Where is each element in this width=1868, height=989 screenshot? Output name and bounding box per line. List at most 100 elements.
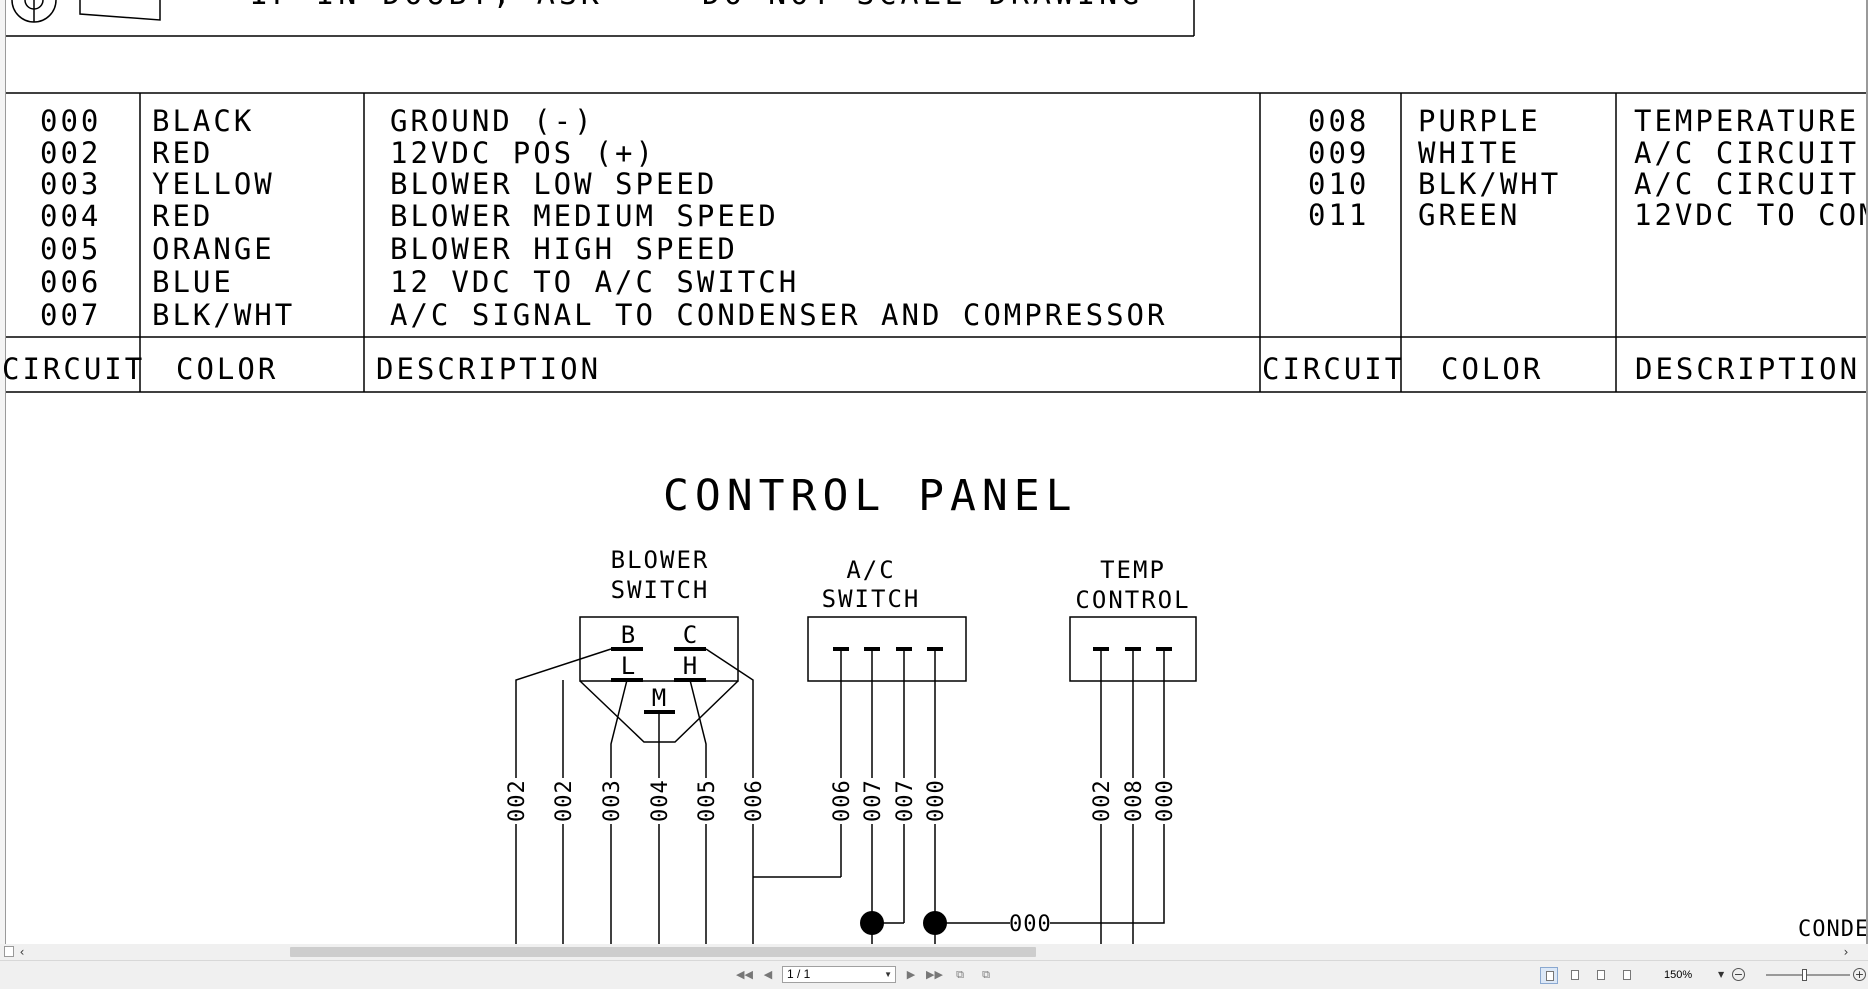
legend-circuit: 005	[40, 232, 101, 266]
panel-toggle-icon[interactable]	[4, 946, 14, 957]
legend-color: GREEN	[1418, 198, 1520, 232]
legend-color: YELLOW	[152, 167, 275, 201]
wire-label: 003	[600, 779, 625, 822]
zoom-slider[interactable]	[1766, 974, 1850, 976]
copy-page-icon[interactable]: ⧉	[982, 968, 990, 981]
wire-label: 004	[648, 779, 673, 822]
zoom-in-icon[interactable]: +	[1853, 968, 1866, 981]
continuous-view-icon[interactable]	[1566, 967, 1584, 984]
schematic-drawing: IF IN DOUBT, ASK DO NOT SCALE DRAWING 00…	[2, 0, 1868, 944]
legend-color: BLUE	[152, 265, 234, 299]
legend-header-color: COLOR	[1441, 352, 1543, 386]
terminal-label: M	[652, 684, 666, 712]
status-bar: ◀◀ ◀ 1 / 1 ▼ ▶ ▶▶ ⧉ ⧉ 150% ▼ − +	[0, 960, 1868, 989]
legend-description: BLOWER HIGH SPEED	[390, 232, 738, 266]
previous-page-icon[interactable]: ◀	[763, 968, 773, 981]
legend-description: A/C CIRCUIT F	[1634, 167, 1868, 201]
wire-label: 000	[1153, 779, 1178, 822]
legend-description: A/C SIGNAL TO CONDENSER AND COMPRESSOR	[390, 298, 1167, 332]
wire-label: 005	[695, 779, 720, 822]
terminal-label: C	[683, 621, 697, 649]
wire-label: 006	[830, 779, 855, 822]
ground-wire-label: 000	[1009, 912, 1052, 937]
legend-color: RED	[152, 199, 213, 233]
legend-circuit: 006	[40, 265, 101, 299]
single-page-view-icon[interactable]	[1540, 967, 1558, 984]
legend-description: A/C CIRCUIT F	[1634, 136, 1868, 170]
junction-dot	[860, 911, 884, 935]
legend-color: PURPLE	[1418, 104, 1541, 138]
legend-color: RED	[152, 136, 213, 170]
title-block	[6, 0, 1195, 37]
legend-description: 12VDC TO COM	[1634, 198, 1868, 232]
copy-icon[interactable]: ⧉	[956, 968, 964, 981]
legend-description: GROUND (-)	[390, 104, 595, 138]
legend-header-color: COLOR	[176, 352, 278, 386]
wire-label: 007	[861, 779, 886, 822]
legend-circuit: 010	[1308, 167, 1369, 201]
legend-circuit: 009	[1308, 136, 1369, 170]
wire-label: 006	[742, 779, 767, 822]
document-view[interactable]: IF IN DOUBT, ASK DO NOT SCALE DRAWING 00…	[0, 0, 1868, 944]
next-page-icon[interactable]: ▶	[906, 968, 916, 981]
legend-circuit: 002	[40, 136, 101, 170]
legend-circuit: 007	[40, 298, 101, 332]
legend-description: BLOWER MEDIUM SPEED	[390, 199, 779, 233]
legend-circuit: 003	[40, 167, 101, 201]
legend-description: 12VDC POS (+)	[390, 136, 656, 170]
facing-view-icon[interactable]	[1592, 967, 1610, 984]
legend-circuit: 008	[1308, 104, 1369, 138]
first-page-icon[interactable]: ◀◀	[736, 968, 753, 981]
legend-description: 12 VDC TO A/C SWITCH	[390, 265, 799, 299]
legend-description: TEMPERATURE	[1634, 104, 1859, 138]
temp-control-label: CONTROL	[1075, 586, 1190, 614]
condenser-partial-label: CONDE	[1798, 917, 1868, 942]
zoom-level[interactable]: 150%	[1664, 969, 1693, 981]
last-page-icon[interactable]: ▶▶	[926, 968, 943, 981]
page-number-field[interactable]: 1 / 1 ▼	[782, 966, 896, 983]
scroll-left-icon[interactable]: ‹	[19, 945, 25, 959]
wire-label: 000	[924, 779, 949, 822]
legend-circuit: 011	[1308, 198, 1369, 232]
legend-description: BLOWER LOW SPEED	[390, 167, 717, 201]
legend-header-description: DESCRIPTION	[1635, 352, 1860, 386]
wire-legend-table	[6, 92, 1866, 393]
terminal-label: L	[621, 652, 635, 680]
legend-header-description: DESCRIPTION	[376, 352, 601, 386]
legend-header-circuit: CIRCUIT	[2, 352, 145, 386]
legend-color: WHITE	[1418, 136, 1520, 170]
ac-switch-label: A/C	[846, 556, 895, 584]
zoom-out-icon[interactable]: −	[1732, 968, 1745, 981]
title-block-right-text: DO NOT SCALE DRAWING	[702, 0, 1143, 12]
page-left-edge	[0, 0, 6, 944]
junction-dot	[923, 911, 947, 935]
scrollbar-thumb[interactable]	[290, 947, 1036, 957]
zoom-dropdown-icon[interactable]: ▼	[1718, 970, 1725, 979]
legend-circuit: 004	[40, 199, 101, 233]
terminal-label: B	[621, 621, 635, 649]
legend-color: BLACK	[152, 104, 254, 138]
horizontal-scrollbar[interactable]: ‹ ›	[0, 944, 1868, 960]
wire-label: 007	[893, 779, 918, 822]
continuous-facing-view-icon[interactable]	[1618, 967, 1636, 984]
control-panel-title: CONTROL PANEL	[663, 471, 1078, 521]
page-right-edge	[1866, 0, 1868, 944]
wire-label: 002	[552, 779, 577, 822]
legend-color: BLK/WHT	[152, 298, 295, 332]
wire-label: 002	[1090, 779, 1115, 822]
legend-circuit: 000	[40, 104, 101, 138]
page-indicator: 1 / 1	[787, 967, 811, 981]
blower-switch	[515, 616, 754, 944]
scroll-right-icon[interactable]: ›	[1843, 945, 1849, 959]
wire-label: 002	[505, 779, 530, 822]
wire-label: 008	[1122, 779, 1147, 822]
ac-switch-label: SWITCH	[822, 585, 921, 613]
chevron-down-icon[interactable]: ▼	[884, 970, 892, 979]
temp-control-label: TEMP	[1100, 556, 1166, 584]
legend-color: BLK/WHT	[1418, 167, 1561, 201]
blower-switch-label: SWITCH	[611, 576, 710, 604]
zoom-slider-thumb[interactable]	[1802, 969, 1807, 981]
legend-color: ORANGE	[152, 232, 275, 266]
blower-switch-label: BLOWER	[611, 546, 710, 574]
terminal-label: H	[683, 652, 697, 680]
